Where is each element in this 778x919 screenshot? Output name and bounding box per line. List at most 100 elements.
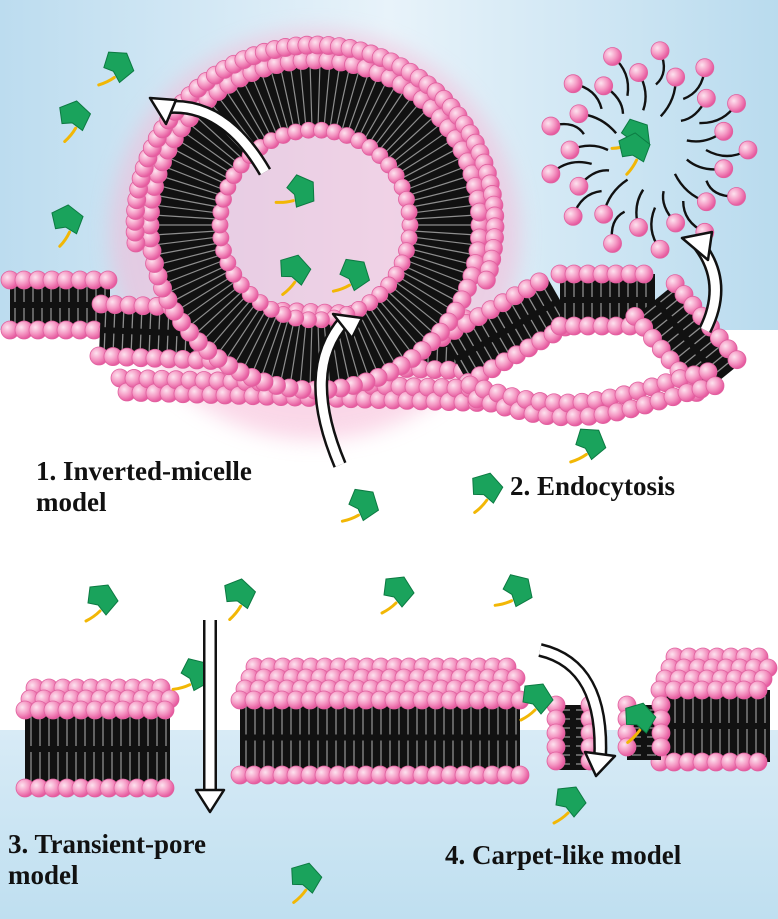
peptide-icon xyxy=(380,576,415,615)
lipid-tail-line xyxy=(189,124,238,163)
peptide-icon xyxy=(274,174,315,208)
lipid-tail-core xyxy=(240,700,520,775)
label-inverted-micelle-line2: model xyxy=(36,487,107,517)
arrow-carpet xyxy=(538,643,617,778)
peptide-icon xyxy=(59,100,92,143)
lipid-headgroup-icon xyxy=(650,239,670,259)
peptide-icon xyxy=(340,488,380,523)
lipid-tail-line xyxy=(169,266,225,293)
vesicle-outer-heads xyxy=(125,35,505,290)
lipid-tail-line xyxy=(379,300,420,347)
peptide-body xyxy=(625,702,657,734)
lipid-headgroup-icon xyxy=(738,140,758,160)
peptide-icon xyxy=(51,204,84,248)
lipid-tail-line xyxy=(335,68,350,128)
peptide-tail xyxy=(171,683,192,691)
lipid-tail-line xyxy=(289,323,301,384)
label-transient-pore-line2: model xyxy=(8,860,79,890)
lipid-tail-line xyxy=(157,195,217,208)
peptide-icon xyxy=(280,254,312,296)
lipid-tail-line xyxy=(414,204,474,214)
arrow-fill xyxy=(538,645,605,761)
peptide-body xyxy=(51,204,84,235)
lipid-tail-line xyxy=(270,70,289,129)
lipid-tail-line xyxy=(184,282,234,318)
lipid-headgroup-icon xyxy=(696,192,716,212)
peptide-tail xyxy=(569,453,588,464)
lipid-tail-line xyxy=(359,314,387,369)
lipid-tail-line xyxy=(148,334,151,354)
lipid-tail-line xyxy=(411,248,471,265)
peptide-tail xyxy=(281,280,297,296)
arrow-fill xyxy=(316,316,349,467)
lipid-tail-line xyxy=(159,248,219,265)
lipid-tail-line xyxy=(475,350,486,368)
lipid-tail-core xyxy=(660,690,770,762)
lipid-tail-line xyxy=(175,336,178,355)
arrow-icon xyxy=(194,788,226,814)
lipid-tail-line xyxy=(408,260,465,284)
lipid-tail-line xyxy=(280,322,295,382)
lipid-tail-line xyxy=(359,81,387,136)
peptide-tail xyxy=(340,513,360,523)
lipid-tail-line xyxy=(499,337,510,354)
label-transient-pore: 3. Transient-pore model xyxy=(8,829,206,891)
lipid-tail-line xyxy=(317,65,321,126)
lipid-tail-line xyxy=(413,242,473,255)
lipid-tail-line xyxy=(162,254,220,275)
peptide-body xyxy=(348,488,380,522)
lipid-headgroup-icon xyxy=(696,88,716,108)
lipid-tail-line xyxy=(323,65,331,126)
peptide-body xyxy=(87,584,119,616)
lipid-tail-line xyxy=(210,300,251,347)
lipid-tail-line xyxy=(652,319,668,332)
arrow-vesicle-bottom xyxy=(314,312,364,468)
peptide-tail xyxy=(228,604,243,621)
peptide-body xyxy=(575,428,607,461)
lipid-headgroup-icon xyxy=(155,700,175,720)
lipid-tail-line xyxy=(184,132,234,168)
peptide-icon xyxy=(493,574,533,608)
lipid-tail-line xyxy=(155,214,216,220)
lipid-tail-line xyxy=(414,236,474,246)
lipid-headgroup-icon xyxy=(714,121,734,141)
peptide-body xyxy=(59,100,92,132)
lipid-tail-core xyxy=(442,277,573,383)
lipid-headgroup-icon xyxy=(727,94,746,113)
lipid-tail-line xyxy=(414,214,475,220)
lipid-headgroup-icon xyxy=(617,737,637,757)
lipid-tail-line xyxy=(392,287,441,326)
lipid-tail-line xyxy=(396,282,446,318)
endocytosis-micelle xyxy=(541,41,758,259)
peptide-tail xyxy=(626,728,642,744)
lipid-tail-line xyxy=(156,236,216,246)
lipid-tail-line xyxy=(173,271,228,302)
lipid-tail-line xyxy=(280,68,295,128)
peptide-body xyxy=(522,683,554,715)
lipid-tail-line xyxy=(369,91,404,142)
label-inverted-micelle-line1: 1. Inverted-micelle xyxy=(36,456,252,486)
peptide-body xyxy=(103,51,135,84)
lipid-tail-core xyxy=(10,280,110,330)
lipid-tail-line xyxy=(309,324,313,385)
lipid-tail-line xyxy=(178,277,231,310)
lipid-tail-line xyxy=(399,277,452,310)
peptide-tail xyxy=(331,283,351,293)
peptide-group xyxy=(51,51,657,904)
lipid-tail-line xyxy=(234,86,266,139)
lipid-tail-line xyxy=(196,291,242,334)
lipid-tail-line xyxy=(460,359,471,377)
lipid-tail-line xyxy=(122,309,125,328)
peptide-tail xyxy=(519,708,537,722)
lipid-headgroup-icon xyxy=(563,206,583,226)
peptide-icon xyxy=(519,683,554,722)
lipid-tail-line xyxy=(369,308,404,359)
lipid-headgroup-icon xyxy=(594,76,614,96)
lipid-tail-line xyxy=(270,321,289,380)
lipid-headgroup-icon xyxy=(476,270,496,290)
peptide-icon xyxy=(224,578,257,621)
lipid-tail-line xyxy=(671,304,687,317)
lipid-headgroup-icon xyxy=(563,74,583,94)
lipid-tail-line xyxy=(405,266,461,293)
